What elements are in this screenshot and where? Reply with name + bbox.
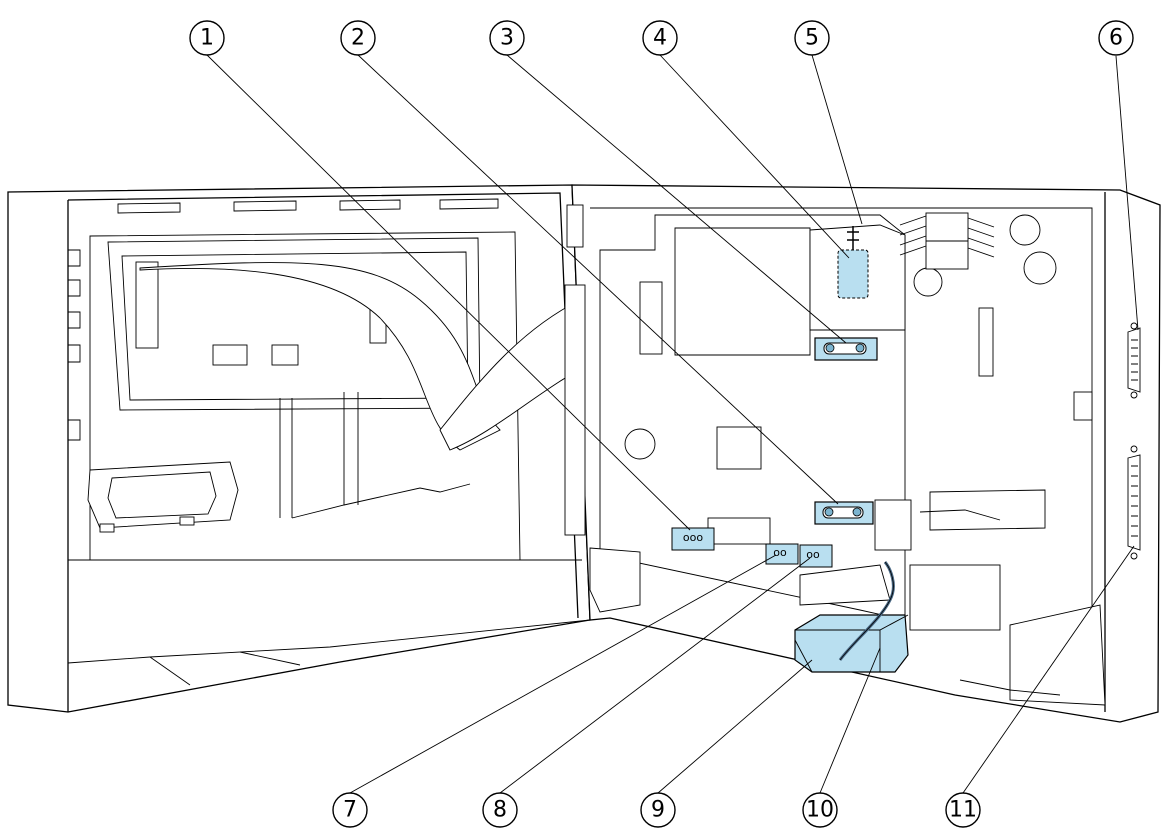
fuse-holder-3: [814, 337, 878, 361]
side-bracket: [1073, 391, 1093, 421]
callout-10: 10: [802, 792, 838, 828]
serial-connector-6: [1127, 322, 1141, 399]
spare-fuse-4: [837, 226, 869, 299]
main-chassis: [564, 184, 1161, 723]
svg-text:2: 2: [351, 26, 365, 51]
callout-4: 4: [642, 20, 678, 56]
callout-8: 8: [482, 792, 518, 828]
open-door-panel: [7, 184, 653, 713]
svg-text:11: 11: [949, 798, 977, 823]
svg-text:oo: oo: [773, 546, 787, 559]
callout-6: 6: [1098, 20, 1134, 56]
callout-5: 5: [794, 20, 830, 56]
callout-1: 1: [189, 20, 225, 56]
svg-text:5: 5: [805, 26, 819, 51]
svg-text:9: 9: [651, 798, 665, 823]
callout-2: 2: [340, 20, 376, 56]
svg-text:3: 3: [500, 26, 514, 51]
callout-11: 11: [945, 792, 981, 828]
svg-text:6: 6: [1109, 26, 1123, 51]
svg-text:4: 4: [653, 26, 667, 51]
battery-10: [794, 561, 909, 673]
fuse-holder-2: [814, 501, 874, 525]
svg-text:7: 7: [343, 798, 357, 823]
callout-7: 7: [332, 792, 368, 828]
leader-lines: [206, 54, 1139, 794]
callout-9: 9: [640, 792, 676, 828]
svg-text:ooo: ooo: [683, 531, 703, 544]
svg-text:1: 1: [200, 26, 214, 51]
svg-text:10: 10: [806, 798, 834, 823]
terminal-block-7: ooo: [671, 527, 715, 551]
parallel-connector-11: [1127, 445, 1141, 560]
terminal-block-9: oo: [799, 544, 833, 568]
svg-text:8: 8: [493, 798, 507, 823]
terminal-block-8: oo: [765, 543, 799, 565]
callout-3: 3: [489, 20, 525, 56]
